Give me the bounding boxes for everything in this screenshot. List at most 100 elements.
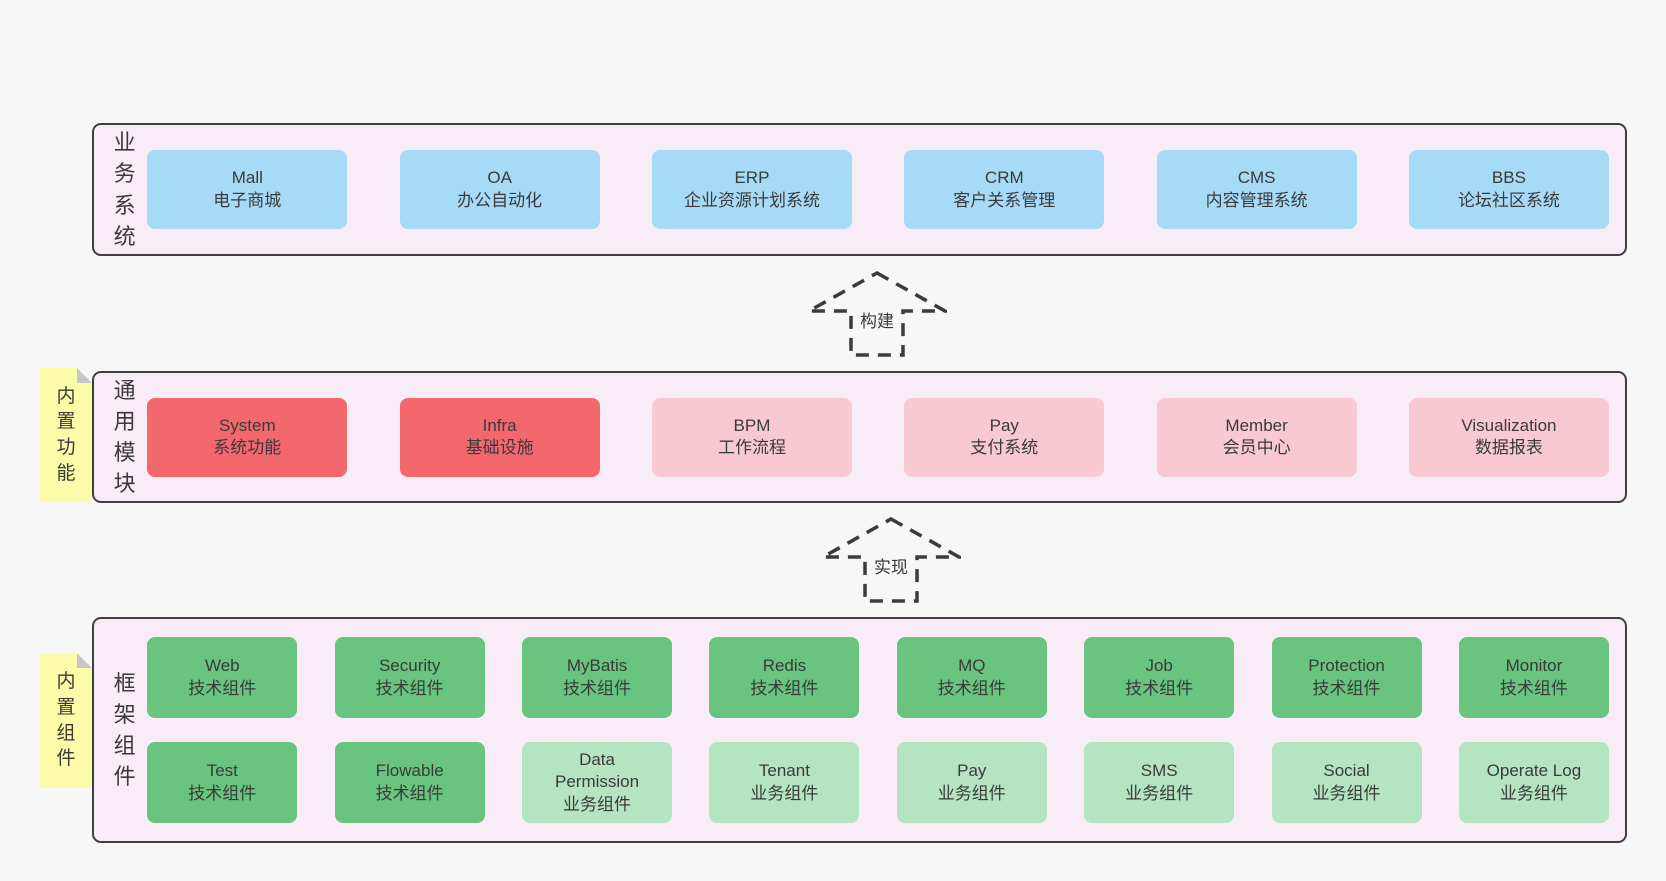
box-subtitle: 内容管理系统 bbox=[1205, 190, 1308, 210]
box-subtitle: 技术组件 bbox=[1499, 678, 1568, 698]
section-label-framework-components: 框架组件 bbox=[113, 670, 136, 790]
box-title: Monitor bbox=[1505, 656, 1563, 676]
box-title: CMS bbox=[1237, 168, 1276, 188]
box-subtitle: 技术组件 bbox=[750, 678, 819, 698]
arrow-build: 构建 bbox=[807, 271, 947, 357]
box-subtitle: 基础设施 bbox=[465, 438, 534, 457]
box-title: Web bbox=[204, 656, 240, 676]
section-label-business-systems: 业务系统 bbox=[113, 130, 136, 249]
box-title: OA bbox=[487, 168, 512, 188]
box-subtitle: 电子商城 bbox=[213, 190, 282, 210]
box-subtitle: 会员中心 bbox=[1222, 438, 1291, 457]
box-title: Data Permission bbox=[555, 749, 640, 792]
arrow-implement: 实现 bbox=[821, 517, 961, 603]
sticky-note-builtin-features: 内置功能 bbox=[40, 368, 92, 502]
box-title: Flowable bbox=[375, 761, 444, 781]
box-infra: Infra 基础设施 bbox=[399, 397, 600, 477]
box-subtitle: 办公自动化 bbox=[457, 190, 543, 210]
box-member: Member 会员中心 bbox=[1156, 397, 1357, 477]
box-visualization: Visualization 数据报表 bbox=[1408, 397, 1609, 477]
box-subtitle: 技术组件 bbox=[375, 678, 444, 698]
box-title: Mall bbox=[231, 168, 263, 188]
arrow-implement-label: 实现 bbox=[871, 553, 911, 578]
box-title: MQ bbox=[958, 656, 986, 676]
box-title: Pay bbox=[957, 761, 987, 781]
up-arrow-icon bbox=[821, 517, 961, 603]
box-title: MyBatis bbox=[566, 656, 628, 676]
box-subtitle: 企业资源计划系统 bbox=[683, 190, 820, 210]
section-label-common-modules: 通用模块 bbox=[113, 377, 136, 497]
box-subtitle: 技术组件 bbox=[375, 783, 444, 803]
box-subtitle: 技术组件 bbox=[1312, 678, 1381, 698]
box-title: Visualization bbox=[1461, 415, 1557, 435]
box-subtitle: 业务组件 bbox=[750, 783, 819, 803]
box-title: ERP bbox=[734, 168, 770, 188]
box-title: Infra bbox=[482, 415, 517, 435]
box-title: Security bbox=[378, 656, 441, 676]
box-title: Redis bbox=[762, 656, 807, 676]
box-title: Pay bbox=[989, 415, 1019, 435]
arrow-build-label: 构建 bbox=[857, 307, 897, 332]
box-subtitle: 客户关系管理 bbox=[953, 190, 1056, 210]
box-subtitle: 业务组件 bbox=[1499, 783, 1568, 803]
box-title: SMS bbox=[1140, 761, 1178, 781]
box-subtitle: 业务组件 bbox=[1125, 783, 1194, 803]
box-subtitle: 工作流程 bbox=[717, 438, 786, 457]
box-subtitle: 系统功能 bbox=[213, 438, 282, 457]
box-subtitle: 技术组件 bbox=[563, 678, 632, 698]
box-subtitle: 数据报表 bbox=[1474, 438, 1543, 457]
box-title: Protection bbox=[1308, 656, 1385, 676]
box-title: Test bbox=[206, 761, 238, 781]
box-subtitle: 技术组件 bbox=[188, 678, 257, 698]
box-title: Social bbox=[1323, 761, 1370, 781]
box-title: Member bbox=[1225, 415, 1288, 435]
sticky-note-builtin-components: 内置组件 bbox=[40, 653, 92, 788]
box-subtitle: 支付系统 bbox=[970, 438, 1039, 457]
sticky-note-builtin-components-label: 内置组件 bbox=[56, 671, 76, 770]
box-pay: Pay 支付系统 bbox=[904, 397, 1105, 477]
box-title: BBS bbox=[1491, 168, 1526, 188]
box-subtitle: 论坛社区系统 bbox=[1457, 190, 1560, 210]
box-subtitle: 技术组件 bbox=[937, 678, 1006, 698]
box-title: Operate Log bbox=[1486, 761, 1582, 781]
box-subtitle: 业务组件 bbox=[1312, 783, 1381, 803]
box-subtitle: 业务组件 bbox=[937, 783, 1006, 803]
sticky-note-builtin-features-label: 内置功能 bbox=[56, 385, 76, 484]
box-subtitle: 技术组件 bbox=[188, 783, 257, 803]
box-title: CRM bbox=[984, 168, 1024, 188]
up-arrow-icon bbox=[807, 271, 947, 357]
